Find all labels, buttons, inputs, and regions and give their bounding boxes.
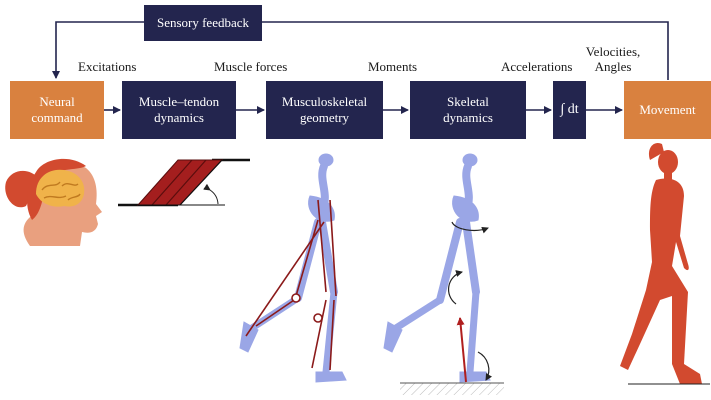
movement-block: Movement: [624, 81, 711, 139]
signal-excitations: Excitations: [78, 59, 137, 74]
walking-figure-illustration: [620, 142, 702, 384]
sensory-feedback-label: Sensory feedback: [156, 15, 250, 30]
moment-arrows: [447, 221, 493, 381]
feedback-loop-arrow: [52, 21, 144, 79]
muscle-tendon-block: Muscle–tendon dynamics: [122, 81, 236, 139]
signal-moments: Moments: [368, 59, 418, 74]
signal-velocities: Velocities,: [585, 44, 641, 59]
signal-velocities-angles: Velocities, Angles: [578, 44, 648, 74]
feedback-loop-line: [262, 21, 669, 80]
muscle-paths: [245, 199, 337, 371]
neural-command-block: Neural command: [10, 81, 104, 139]
neural-command-line2: command: [31, 110, 83, 125]
musculoskeletal-geometry-block: Musculoskeletal geometry: [266, 81, 383, 139]
neural-command-line1: Neural: [39, 94, 75, 109]
musculoskeletal-line2: geometry: [299, 110, 350, 125]
muscle-tendon-line2: dynamics: [154, 110, 204, 125]
ground-reaction-force: [456, 317, 467, 383]
head-illustration: [5, 158, 102, 246]
skeletal-dynamics-line2: dynamics: [443, 110, 493, 125]
integrator-block: ∫ dt: [553, 81, 586, 139]
skeletal-dynamics-block: Skeletal dynamics: [410, 81, 526, 139]
ground-hatch: [400, 383, 504, 395]
muscle-tendon-line1: Muscle–tendon: [138, 94, 220, 109]
integrator-label: ∫ dt: [560, 102, 579, 117]
signal-muscle-forces: Muscle forces: [214, 59, 288, 74]
musculoskeletal-line1: Musculoskeletal: [281, 94, 368, 109]
skeleton-dynamics-illustration: [383, 153, 491, 383]
sensory-feedback-block: Sensory feedback: [144, 5, 262, 41]
muscle-tendon-illustration: [118, 158, 250, 207]
signal-accelerations: Accelerations: [501, 59, 573, 74]
signal-angles: Angles: [594, 59, 632, 74]
skeletal-dynamics-line1: Skeletal: [447, 94, 489, 109]
movement-label: Movement: [639, 102, 696, 117]
